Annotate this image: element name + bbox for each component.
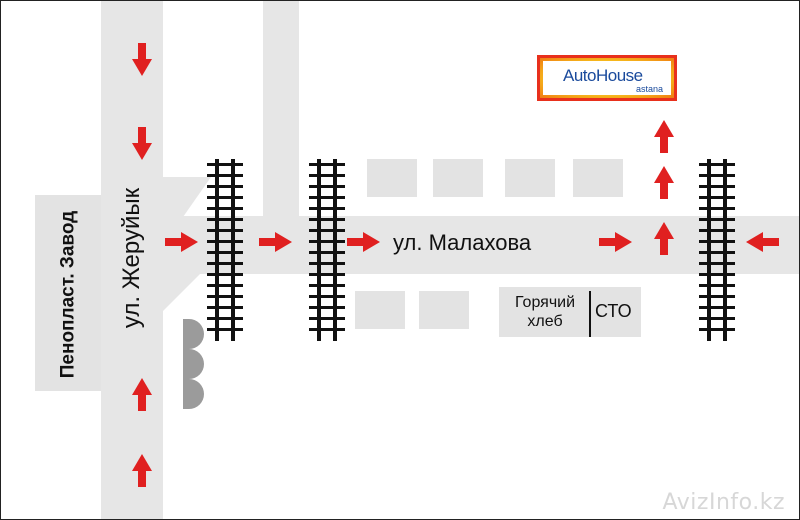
autohouse-logo-glow: AutoHouse astana — [540, 58, 674, 98]
railway-track-3 — [699, 159, 735, 341]
street-zheruyik-label: ул. Жеруйык — [117, 187, 145, 329]
arrow-right-icon — [259, 232, 292, 252]
bakery-sto-block — [499, 287, 641, 337]
arrow-left-icon — [746, 232, 779, 252]
arrow-right-icon — [165, 232, 198, 252]
autohouse-logo-inner: AutoHouse astana — [543, 61, 671, 95]
bakery-sto-divider — [589, 291, 591, 337]
block-n1 — [367, 159, 417, 197]
arrow-down-icon — [132, 43, 152, 76]
factory-block — [35, 195, 101, 391]
arrow-up-icon — [132, 378, 152, 411]
autohouse-brand-text: AutoHouse — [563, 66, 643, 85]
factory-label-text: Пенопласт. Завод — [57, 210, 79, 378]
arrow-up-icon — [654, 120, 674, 153]
road-north-branch — [263, 1, 299, 216]
bakery-label: Горячий хлеб — [501, 293, 589, 331]
arrow-right-icon — [599, 232, 632, 252]
block-s2 — [419, 291, 469, 329]
semicircle-buildings — [183, 319, 204, 409]
road-zheruyik — [101, 1, 163, 519]
block-s1 — [355, 291, 405, 329]
street-malakhova-label: ул. Малахова — [393, 230, 532, 255]
bakery-label-line2: хлеб — [527, 313, 563, 330]
autohouse-city-text: astana — [635, 84, 663, 94]
autohouse-logo: AutoHouse astana — [537, 55, 677, 101]
arrow-up-icon — [654, 222, 674, 255]
block-n3 — [505, 159, 555, 197]
watermark: AvizInfo.kz — [662, 490, 785, 515]
block-n4 — [573, 159, 623, 197]
block-n2 — [433, 159, 483, 197]
arrow-up-icon — [132, 454, 152, 487]
arrow-right-icon — [347, 232, 380, 252]
railway-track-1 — [207, 159, 243, 341]
arrow-up-icon — [654, 166, 674, 199]
bakery-label-line1: Горячий — [514, 294, 576, 311]
sto-label: СТО — [595, 301, 632, 321]
railway-track-2 — [309, 159, 345, 341]
arrow-down-icon — [132, 127, 152, 160]
